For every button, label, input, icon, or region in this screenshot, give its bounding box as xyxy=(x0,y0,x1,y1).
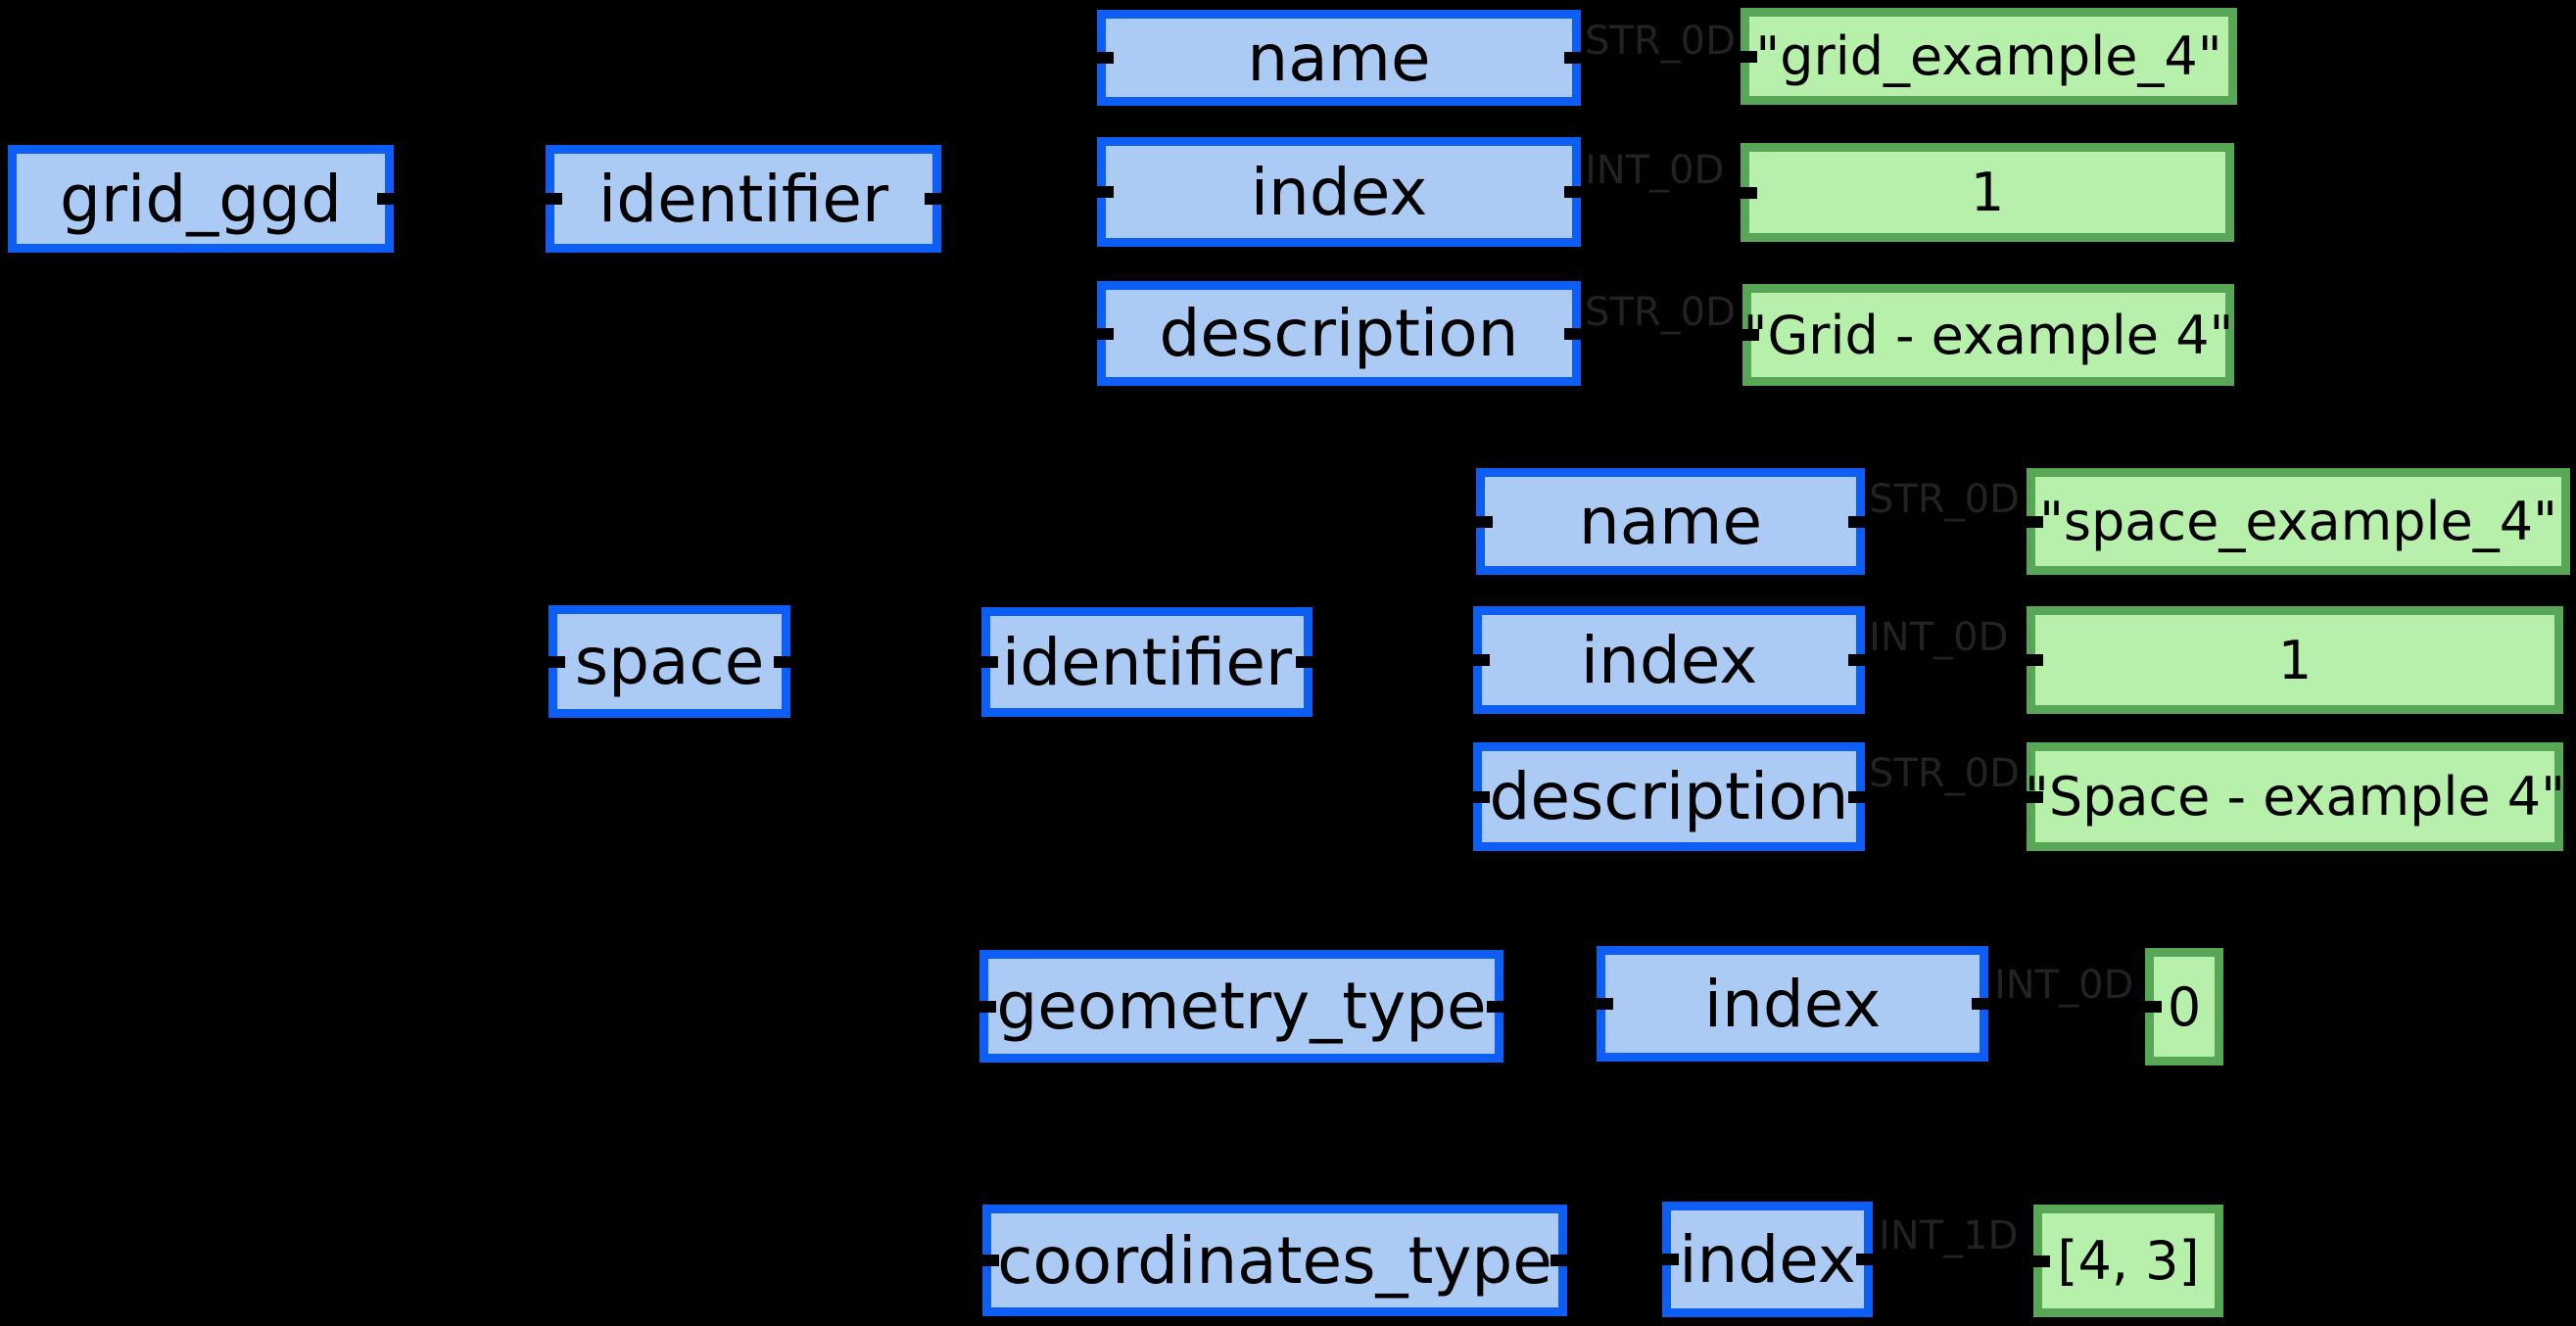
type-annotation: STR_0D xyxy=(1869,477,2020,522)
leaf-value-text: "space_example_4" xyxy=(2039,491,2557,552)
node-label-text: name xyxy=(1578,484,1763,559)
type-annotation: STR_0D xyxy=(1585,290,1736,335)
node-label-text: identifier xyxy=(597,161,889,237)
leaf-value-text: "Grid - example 4" xyxy=(1742,304,2234,366)
node-index-1: index xyxy=(1094,137,1584,247)
type-annotation: INT_0D xyxy=(1585,148,1725,193)
edge-notch-out xyxy=(1296,656,1315,668)
type-annotation: INT_0D xyxy=(1869,615,2009,660)
node-label-text: coordinates_type xyxy=(997,1222,1552,1299)
node-name-1: name xyxy=(1094,10,1584,106)
node-label-text: index xyxy=(1580,622,1758,698)
edge-notch-in xyxy=(1738,50,1757,63)
node-description-2: description xyxy=(1470,742,1868,851)
edge-notch-in xyxy=(1094,52,1114,64)
edge-notch-in xyxy=(2142,1001,2162,1013)
node-label-text: identifier xyxy=(1001,624,1293,700)
edge-notch-in xyxy=(978,656,998,668)
node-identifier-2: identifier xyxy=(978,607,1315,717)
edge-notch-in xyxy=(2024,790,2043,803)
edge-notch-out xyxy=(1848,790,1868,803)
leaf-value-text: [4, 3] xyxy=(2057,1230,2200,1292)
type-annotation: INT_0D xyxy=(1994,963,2134,1008)
edge-notch-out xyxy=(1564,327,1584,340)
edge-notch-in xyxy=(1659,1254,1679,1265)
edge-notch-out xyxy=(1550,1255,1570,1266)
leaf-value-desc-2: "Space - example 4" xyxy=(2024,742,2565,851)
edge-notch-in xyxy=(2024,515,2043,528)
node-label-text: description xyxy=(1159,296,1519,371)
node-index-3: index xyxy=(1594,946,1991,1062)
node-index-2: index xyxy=(1470,606,1868,714)
node-space: space xyxy=(546,605,793,718)
edge-notch-in xyxy=(2030,1255,2050,1267)
node-label-text: index xyxy=(1250,154,1428,230)
edge-notch-in xyxy=(1094,186,1114,198)
node-identifier-1: identifier xyxy=(543,145,944,253)
node-label-text: geometry_type xyxy=(996,969,1487,1044)
edge-notch-out xyxy=(774,655,793,668)
edge-notch-in xyxy=(977,1000,996,1013)
leaf-value-text: 0 xyxy=(2167,975,2202,1038)
edge-notch-out xyxy=(1972,998,1991,1010)
type-annotation: INT_1D xyxy=(1879,1213,2019,1258)
edge-notch-in xyxy=(1594,998,1613,1010)
node-label-text: description xyxy=(1489,759,1849,834)
leaf-value-text: 1 xyxy=(2277,629,2313,691)
node-geometry-type: geometry_type xyxy=(977,950,1506,1063)
leaf-value-index-4: [4, 3] xyxy=(2030,1205,2223,1317)
leaf-value-desc-1: "Grid - example 4" xyxy=(1740,284,2234,386)
edge-notch-in xyxy=(2024,654,2043,666)
edge-notch-in xyxy=(1470,790,1490,803)
edge-notch-in xyxy=(979,1255,999,1266)
edge-notch-in xyxy=(1470,654,1490,666)
edge-notch-in xyxy=(1473,515,1493,528)
edge-notch-in xyxy=(546,655,565,668)
node-label-text: index xyxy=(1679,1221,1856,1298)
node-label-text: name xyxy=(1247,20,1431,96)
edge-notch-out xyxy=(1856,1254,1876,1265)
leaf-value-text: 1 xyxy=(1970,162,2005,223)
leaf-value-index-2: 1 xyxy=(2024,606,2563,714)
edge-notch-out xyxy=(1564,186,1584,198)
node-label-text: grid_ggd xyxy=(60,161,342,237)
leaf-value-name-1: "grid_example_4" xyxy=(1738,8,2237,105)
node-description-1: description xyxy=(1094,281,1584,386)
leaf-value-index-1: 1 xyxy=(1738,143,2234,242)
leaf-value-text: "Space - example 4" xyxy=(2025,766,2565,828)
edge-notch-out xyxy=(1848,654,1868,666)
leaf-value-index-3: 0 xyxy=(2142,948,2223,1066)
edge-notch-in xyxy=(1740,329,1759,341)
node-label-text: index xyxy=(1703,966,1882,1042)
edge-notch-out xyxy=(377,193,397,205)
edge-notch-in xyxy=(543,193,562,205)
edge-notch-in xyxy=(1738,186,1757,199)
leaf-value-text: "grid_example_4" xyxy=(1755,25,2222,87)
edge-notch-out xyxy=(925,193,944,205)
type-annotation: STR_0D xyxy=(1585,19,1736,64)
leaf-value-name-2: "space_example_4" xyxy=(2024,468,2570,575)
type-annotation: STR_0D xyxy=(1869,751,2020,796)
edge-notch-out xyxy=(1487,1000,1506,1013)
edge-notch-out xyxy=(1848,515,1868,528)
node-coordinates-type: coordinates_type xyxy=(979,1205,1570,1316)
node-label-text: space xyxy=(574,624,765,699)
node-grid-ggd: grid_ggd xyxy=(8,145,397,253)
node-index-4: index xyxy=(1659,1202,1876,1317)
edge-notch-out xyxy=(1564,52,1584,64)
node-name-2: name xyxy=(1473,468,1868,575)
edge-notch-in xyxy=(1094,327,1114,340)
